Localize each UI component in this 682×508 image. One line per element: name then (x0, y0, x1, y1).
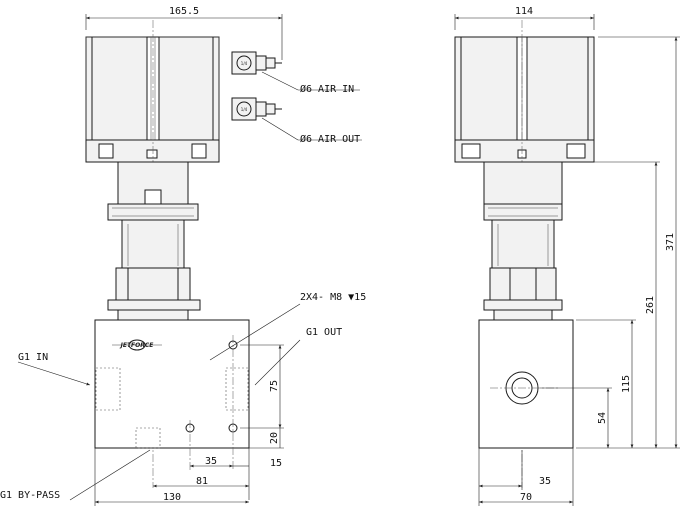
air-out-label: Ø6 AIR OUT (300, 133, 360, 145)
side-dim-35: 35 (539, 476, 551, 487)
valve-block-side (478, 319, 574, 449)
side-dim-54: 54 (597, 412, 608, 424)
side-dimensions: 114 371 261 115 54 35 70 (454, 6, 680, 506)
side-view: 114 371 261 115 54 35 70 (454, 6, 680, 506)
logo: JETFORCE (120, 342, 155, 349)
side-dim-114: 114 (515, 6, 533, 17)
actuator-side (454, 20, 595, 488)
air-fittings: 1/4 1/4 (231, 51, 282, 121)
dim-165-5: 165.5 (169, 6, 199, 17)
air-out-port-mark: 1/4 (241, 107, 248, 112)
stem-front (107, 161, 201, 321)
side-dim-371: 371 (665, 233, 676, 251)
front-view: 1/4 1/4 (0, 6, 366, 506)
g1-in-label: G1 IN (18, 352, 48, 363)
side-dim-70: 70 (520, 492, 532, 503)
actuator-front (85, 20, 220, 488)
dim-15: 15 (270, 458, 282, 469)
dim-20: 20 (269, 432, 280, 444)
threads-label: 2X4- M8 ▼15 (300, 292, 366, 303)
g1-out-label: G1 OUT (306, 327, 342, 338)
side-dim-261: 261 (645, 296, 656, 314)
dim-81: 81 (196, 476, 208, 487)
g1-bypass-label: G1 BY-PASS (0, 490, 60, 501)
dim-130: 130 (163, 492, 181, 503)
stem-side (483, 161, 563, 321)
side-dim-115: 115 (621, 375, 632, 393)
air-in-label: Ø6 AIR IN (300, 83, 354, 95)
front-dimensions: 165.5 Ø6 AIR IN Ø6 AIR OUT 2X4- M8 ▼15 G… (0, 6, 366, 506)
valve-block-front: JETFORCE (94, 319, 250, 470)
dim-75: 75 (269, 380, 280, 392)
air-in-port-mark: 1/4 (241, 61, 248, 66)
dim-35: 35 (205, 456, 217, 467)
